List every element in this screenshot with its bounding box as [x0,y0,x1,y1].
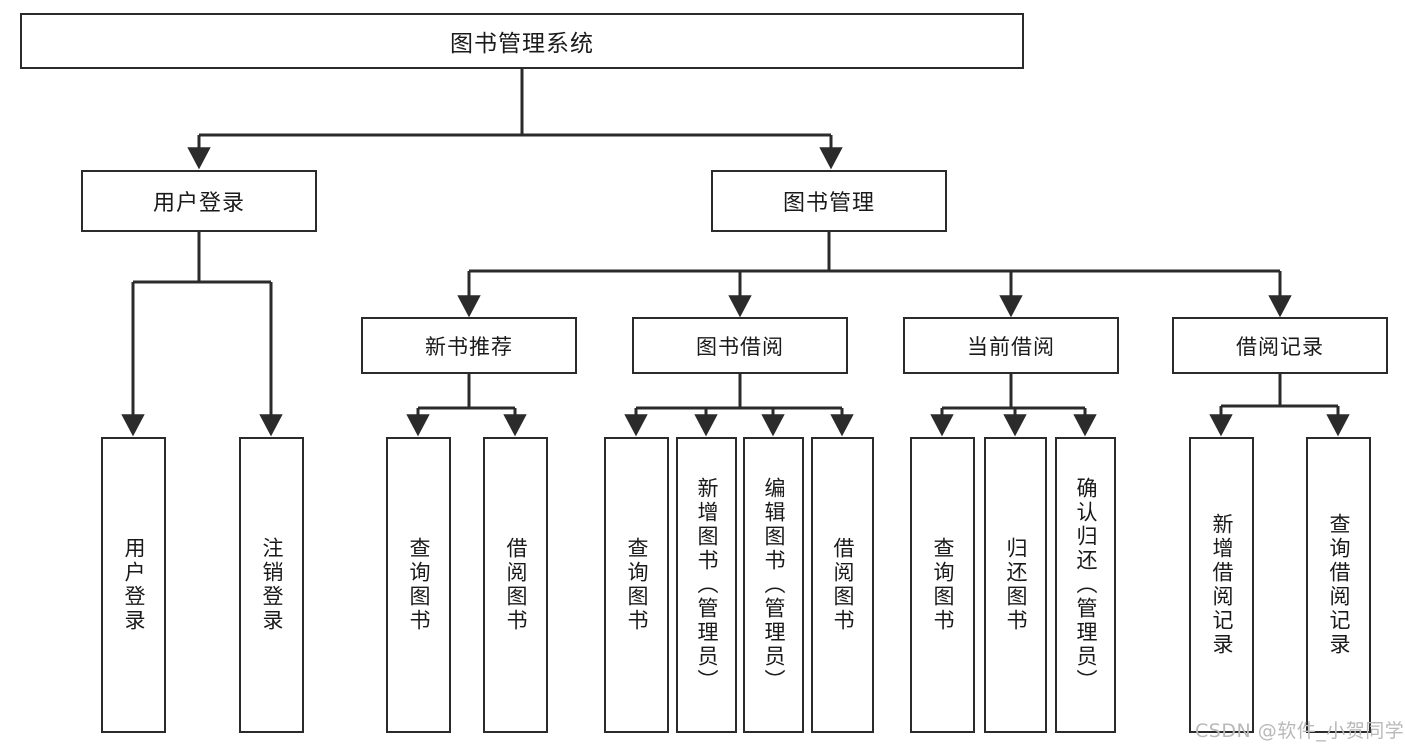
node-root-label: 图书管理系统 [450,31,594,57]
node-leaf-edit-book[interactable]: 编辑图书（管理员） [743,437,804,733]
node-leaf-add-record-label: 新增借阅记录 [1210,513,1234,657]
node-root[interactable]: 图书管理系统 [20,13,1024,69]
node-leaf-query-book-3[interactable]: 查询图书 [910,437,975,733]
node-leaf-user-logout-label: 注销登录 [260,537,284,633]
node-leaf-borrow-book-1[interactable]: 借阅图书 [483,437,548,733]
node-leaf-edit-book-label: 编辑图书（管理员） [762,477,786,693]
node-leaf-confirm-return-label: 确认归还（管理员） [1074,477,1098,693]
node-leaf-query-book-1[interactable]: 查询图书 [386,437,451,733]
node-user-login[interactable]: 用户登录 [81,170,317,232]
node-new-book-rec[interactable]: 新书推荐 [361,317,577,374]
node-current-borrow[interactable]: 当前借阅 [903,317,1119,374]
node-borrow-record[interactable]: 借阅记录 [1172,317,1388,374]
node-leaf-return-book-label: 归还图书 [1004,537,1028,633]
node-new-book-rec-label: 新书推荐 [425,334,513,359]
node-leaf-add-book-label: 新增图书（管理员） [695,477,719,693]
node-leaf-user-login-label: 用户登录 [122,537,146,633]
csdn-watermark: CSDN @软件_小贺同学 [1195,720,1405,742]
node-current-borrow-label: 当前借阅 [967,334,1055,359]
node-book-manage-label: 图书管理 [782,191,875,216]
node-leaf-confirm-return[interactable]: 确认归还（管理员） [1055,437,1116,733]
node-leaf-user-logout[interactable]: 注销登录 [239,437,304,733]
node-leaf-add-book[interactable]: 新增图书（管理员） [676,437,737,733]
node-leaf-query-record[interactable]: 查询借阅记录 [1306,437,1371,733]
node-book-manage[interactable]: 图书管理 [711,170,947,232]
node-leaf-borrow-book-2-label: 借阅图书 [831,537,855,633]
node-leaf-query-book-1-label: 查询图书 [407,537,431,633]
node-borrow-record-label: 借阅记录 [1236,334,1324,359]
node-leaf-borrow-book-2[interactable]: 借阅图书 [811,437,874,733]
node-book-borrow[interactable]: 图书借阅 [632,317,848,374]
node-leaf-borrow-book-1-label: 借阅图书 [504,537,528,633]
node-leaf-return-book[interactable]: 归还图书 [984,437,1047,733]
node-book-borrow-label: 图书借阅 [696,334,784,359]
node-leaf-query-book-2[interactable]: 查询图书 [604,437,669,733]
node-user-login-label: 用户登录 [152,191,245,216]
node-leaf-add-record[interactable]: 新增借阅记录 [1189,437,1254,733]
node-leaf-query-book-2-label: 查询图书 [625,537,649,633]
node-leaf-query-record-label: 查询借阅记录 [1327,513,1351,657]
node-leaf-query-book-3-label: 查询图书 [931,537,955,633]
node-leaf-user-login[interactable]: 用户登录 [101,437,166,733]
